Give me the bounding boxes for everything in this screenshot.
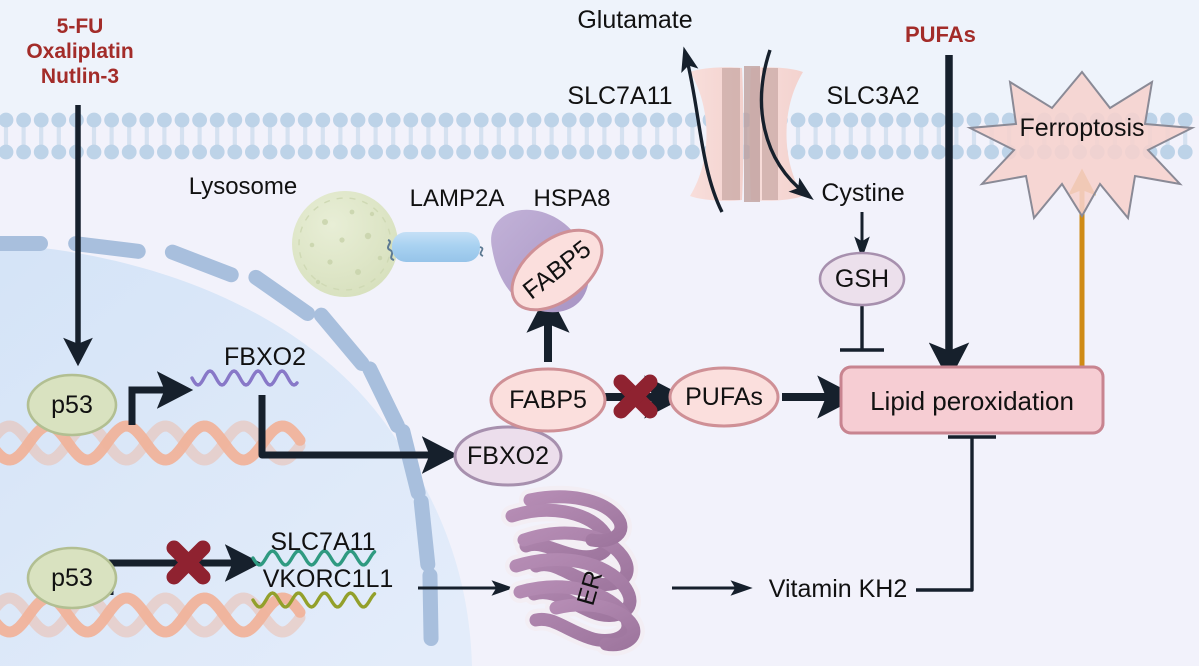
p53-bottom-node bbox=[26, 546, 118, 610]
fbxo2-mrna-squiggle bbox=[190, 369, 299, 387]
drug-line-1: 5-FU bbox=[56, 15, 104, 38]
endoplasmic-reticulum bbox=[501, 485, 645, 656]
pufas-external-label: PUFAs bbox=[905, 22, 976, 47]
arrow-p53-activates-fbxo2 bbox=[128, 371, 194, 425]
fabp5-cyto-node bbox=[489, 367, 607, 433]
p53-top-node bbox=[26, 373, 118, 437]
block-x-p53-transcription bbox=[166, 540, 211, 585]
dna-top bbox=[0, 420, 306, 466]
arrow-cystine-import bbox=[759, 49, 814, 201]
drug-line-3: Nutlin-3 bbox=[40, 65, 120, 88]
drug-line-2: Oxaliplatin bbox=[26, 40, 134, 63]
fbxo2-protein-node bbox=[453, 425, 563, 487]
drug-treatment-label: 5-FU Oxaliplatin Nutlin-3 bbox=[0, 14, 160, 89]
inhibit-gsh-to-lipid-peroxidation bbox=[840, 305, 884, 352]
lipid-peroxidation-box bbox=[839, 365, 1105, 435]
inhibit-vitamin-kh2-to-lipid-peroxidation bbox=[916, 437, 974, 592]
pufas-cyto-node bbox=[668, 366, 780, 428]
ferroptosis-star bbox=[966, 70, 1196, 221]
extracellular-background bbox=[0, 0, 1199, 116]
fabp5-bound-node bbox=[510, 228, 604, 312]
gsh-node bbox=[818, 251, 906, 307]
slc7a11-slc3a2-transporter bbox=[690, 66, 803, 202]
lamp2a-receptor bbox=[392, 232, 484, 262]
vkorc1l1-mrna-squiggle bbox=[251, 591, 377, 609]
slc7a11-mrna-squiggle bbox=[251, 549, 377, 567]
lipid-peroxidation-border bbox=[839, 365, 1105, 435]
arrow-glutamate-export bbox=[681, 46, 724, 213]
block-x-fabp5-pufas bbox=[613, 374, 658, 419]
lysosome bbox=[292, 191, 398, 297]
arrow-fbxo2-mrna-to-protein bbox=[258, 395, 459, 474]
